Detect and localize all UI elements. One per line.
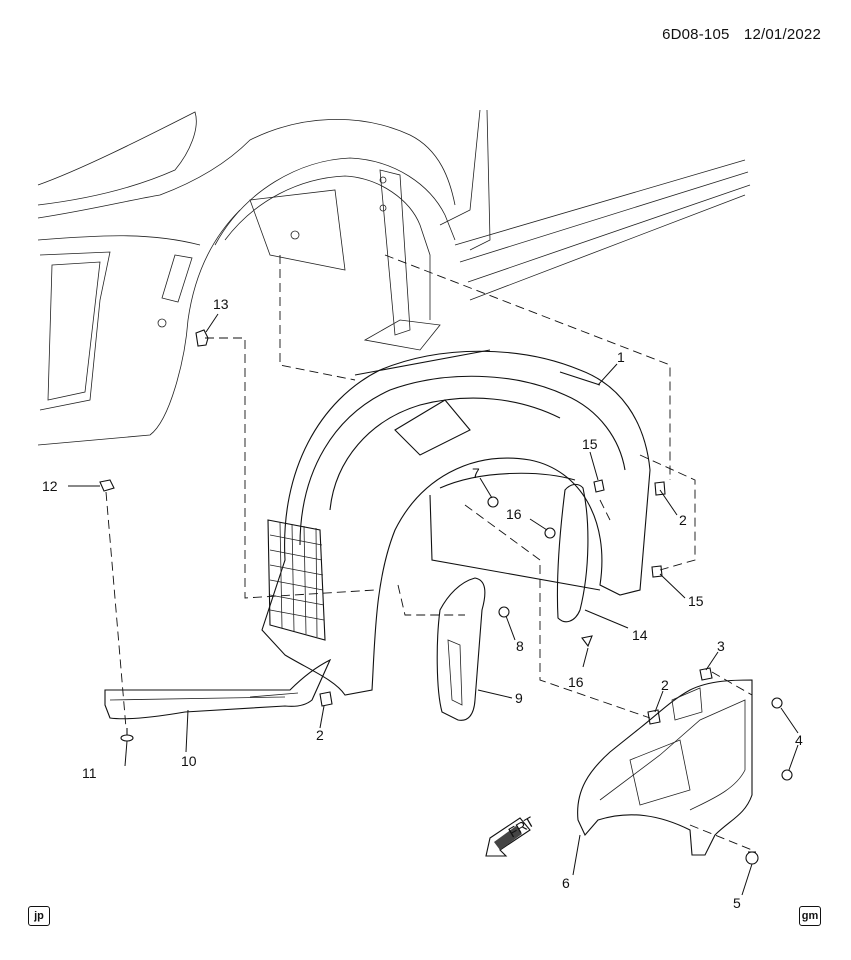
- callout-11: 11: [82, 765, 97, 781]
- fastener-2-nut-c: [647, 709, 661, 725]
- callout-15-right: 15: [688, 593, 704, 609]
- callout-8: 8: [516, 638, 524, 654]
- badge-jp: jp: [28, 906, 50, 926]
- fastener-13-clip: [195, 329, 209, 347]
- callout-9: 9: [515, 690, 523, 706]
- diagram-header: 6D08-105 12/01/2022: [652, 26, 821, 43]
- fastener-4-screw-a: [771, 697, 783, 709]
- callout-15-top: 15: [582, 436, 598, 452]
- fastener-2-nut-b: [654, 481, 666, 496]
- liner-vent-grille-mesh: [269, 521, 325, 638]
- callout-3: 3: [717, 638, 725, 654]
- callout-14: 14: [632, 627, 648, 643]
- fastener-4-screw-b: [781, 769, 793, 781]
- callout-5: 5: [733, 895, 741, 911]
- liner-vent-grille: [267, 519, 326, 641]
- fastener-15-clip-a: [593, 479, 605, 493]
- fastener-8-pushpin: [498, 606, 510, 618]
- fastener-5-screw: [745, 851, 759, 865]
- front-direction-marker: FRT: [485, 813, 538, 857]
- air-deflector: [104, 658, 332, 720]
- wheelhouse-liner: [261, 349, 651, 696]
- fastener-12-retainer: [99, 479, 115, 492]
- fastener-2-nut-a: [319, 691, 333, 707]
- callout-2-right: 2: [679, 512, 687, 528]
- vehicle-body-outline: [37, 109, 751, 446]
- fastener-11-pushpin: [120, 728, 134, 742]
- callout-2-bottom: 2: [316, 727, 324, 743]
- diagram-code: 6D08-105: [662, 26, 730, 43]
- callout-16-lower: 16: [568, 674, 584, 690]
- liner-front-shield: [436, 577, 486, 721]
- fastener-16-pushpin-b: [581, 635, 593, 648]
- badge-gm: gm: [799, 906, 821, 926]
- callout-13: 13: [213, 296, 229, 312]
- assembly-dashed-lines: [105, 254, 753, 851]
- fastener-7-pushpin: [487, 496, 499, 508]
- callout-16-center: 16: [506, 506, 522, 522]
- callout-labels: 1 2 2 2 3 4 5 6 7 8 9 10 11 12 13 14 15 …: [42, 296, 803, 911]
- front-direction-label: FRT: [506, 813, 538, 841]
- callout-6: 6: [562, 875, 570, 891]
- liner-rear-shield: [556, 483, 589, 623]
- diagram-date: 12/01/2022: [743, 26, 821, 43]
- fastener-16-pushpin-a: [544, 527, 556, 539]
- rear-splash-shield: [577, 679, 753, 856]
- callout-2-shield: 2: [661, 677, 669, 693]
- fastener-15-clip-b: [651, 565, 663, 578]
- callout-10: 10: [181, 753, 197, 769]
- callout-12: 12: [42, 478, 58, 494]
- callout-4: 4: [795, 732, 803, 748]
- callout-leaders: [68, 313, 799, 896]
- callout-1: 1: [617, 349, 625, 365]
- callout-7: 7: [472, 465, 480, 481]
